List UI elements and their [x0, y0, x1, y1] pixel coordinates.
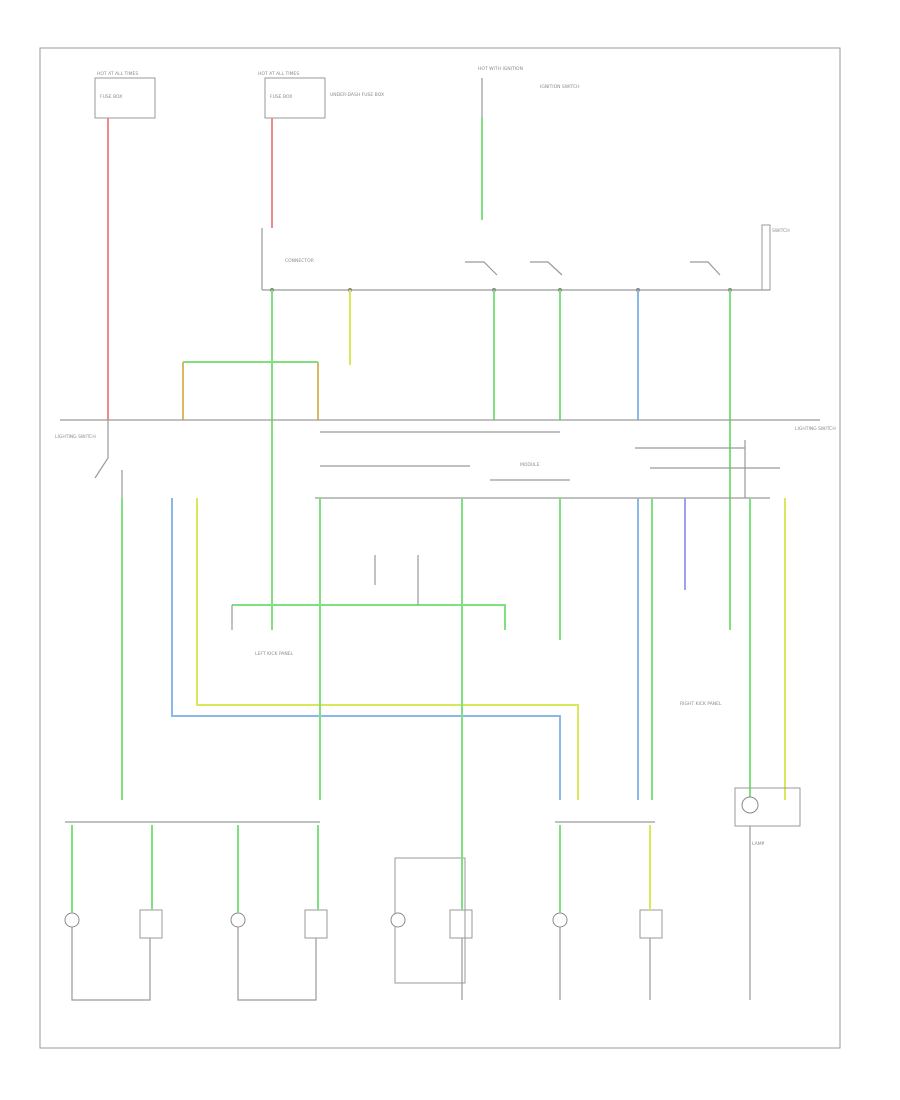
ground-splice-wire [232, 604, 506, 630]
lighting-left-label: LIGHTING SWITCH [55, 434, 96, 440]
ground-right-kick-panel: RIGHT KICK PANEL [680, 701, 722, 707]
fuse-box-left-title: HOT AT ALL TIMES [97, 71, 138, 77]
switch-right-label: SWITCH [772, 228, 790, 234]
fuse-box-left-text: FUSE BOX [100, 94, 122, 100]
lower-yellow-left [196, 498, 579, 800]
lamp-group-1 [64, 825, 163, 1001]
ignition-title: HOT WITH IGNITION [478, 66, 523, 72]
fuse-box-middle-title: HOT AT ALL TIMES [258, 71, 299, 77]
ground-left-kick-panel: LEFT KICK PANEL [255, 651, 294, 657]
lamp-group-2 [230, 825, 328, 1001]
fuse-box-middle [264, 77, 326, 119]
lower-blue-left [171, 498, 561, 800]
ignition-side-label: IGNITION SWITCH [540, 84, 580, 90]
lamp-group-4 [552, 825, 663, 1000]
fuse-box-middle-text: FUSE BOX [270, 94, 292, 100]
module-center-label: MODULE [520, 462, 540, 468]
connector-top-label: CONNECTOR [285, 258, 314, 264]
fuse-box-left [94, 77, 156, 119]
diagram-frame [39, 47, 841, 1049]
fuse-box-middle-side-label: UNDER-DASH FUSE BOX [330, 92, 384, 98]
lamp-group-3 [390, 800, 473, 1000]
lighting-right-label: LIGHTING SWITCH [795, 426, 836, 432]
bottom-right-lamp-label: LAMP [752, 841, 765, 847]
